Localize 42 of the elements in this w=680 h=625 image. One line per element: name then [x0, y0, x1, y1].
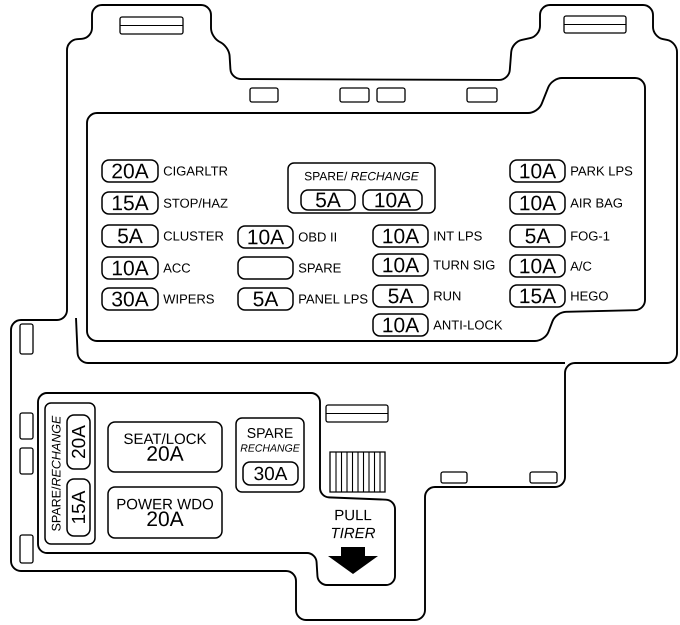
- fuse: 30A: [101, 287, 159, 311]
- fuse-label: STOP/HAZ: [164, 198, 228, 208]
- large-fuse: POWER WDO 20A: [107, 486, 223, 539]
- fuse: 5A: [101, 224, 159, 248]
- fuse-label: PANEL LPS: [299, 294, 368, 304]
- fuse-label: PARK LPS: [571, 166, 632, 176]
- fuse-label: TURN SIG: [434, 260, 494, 270]
- fuse: 10A: [509, 191, 566, 215]
- instruction-text: PULL TIRER: [332, 510, 376, 538]
- fuse-label: A/C: [570, 261, 592, 271]
- fuse: 30A: [242, 461, 299, 486]
- fuse: 10A: [509, 254, 566, 278]
- fuse-label: HEGO: [571, 291, 608, 301]
- fuse-label: CLUSTER: [164, 231, 224, 241]
- fuse-label: WIPERS: [163, 294, 214, 304]
- fuse: 10A: [372, 253, 429, 277]
- fuse: 15A: [509, 284, 566, 308]
- fuse: [237, 256, 294, 280]
- fuse-label: SPARE: [298, 263, 341, 273]
- fuse-label: OBD II: [298, 232, 336, 242]
- fuse-label: ANTI-LOCK: [433, 320, 502, 330]
- fuse-label: RUN: [434, 291, 460, 301]
- fuse: 5A: [300, 189, 356, 211]
- fuse: 20A: [101, 159, 159, 183]
- fuse-label: AIR BAG: [570, 198, 622, 208]
- fuse: 5A: [509, 224, 566, 248]
- fuse: 5A: [372, 284, 429, 308]
- fuse: 10A: [101, 256, 159, 280]
- fuse: 10A: [372, 224, 429, 248]
- fuse: 15A: [101, 191, 159, 215]
- fuse-label: CIGARLTR: [164, 166, 228, 176]
- fuse-label: INT LPS: [434, 231, 482, 241]
- fuse-label: ACC: [163, 263, 190, 273]
- fuse: 5A: [237, 287, 294, 311]
- fuse: 20A: [66, 414, 91, 470]
- fuse-label: FOG-1: [571, 231, 610, 241]
- large-fuse: SEAT/LOCK 20A: [107, 421, 223, 473]
- fuse: 10A: [372, 313, 429, 337]
- fuse: 10A: [362, 189, 423, 211]
- fuse: 10A: [509, 159, 566, 183]
- fuse: 10A: [237, 225, 294, 249]
- fuse: 15A: [66, 478, 91, 537]
